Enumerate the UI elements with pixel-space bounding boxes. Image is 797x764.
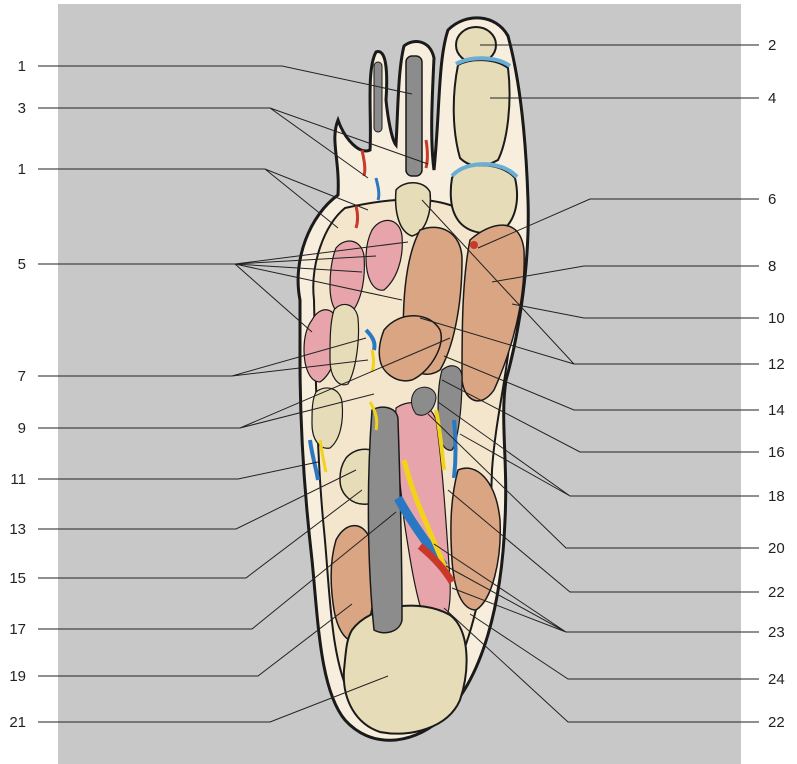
toe-vessel-red-3 <box>356 206 358 228</box>
label-left: 1 <box>18 161 26 178</box>
flexor-tendon-toe2 <box>406 56 422 176</box>
label-right: 6 <box>768 191 776 208</box>
label-left: 15 <box>9 570 26 587</box>
label-right: 22 <box>768 584 785 601</box>
label-left: 19 <box>9 668 26 685</box>
great-toe-proximal-phalanx <box>454 60 510 166</box>
calcaneus <box>344 606 467 734</box>
label-left: 9 <box>18 420 26 437</box>
label-left: 7 <box>18 368 26 385</box>
label-left: 21 <box>9 714 26 731</box>
label-right: 20 <box>768 540 785 557</box>
label-right: 14 <box>768 402 785 419</box>
medial-plantar-vein <box>454 420 456 478</box>
label-right: 2 <box>768 37 776 54</box>
label-right: 24 <box>768 671 785 688</box>
label-right: 18 <box>768 488 785 505</box>
label-left: 3 <box>18 100 26 117</box>
label-right: 22 <box>768 714 785 731</box>
plantar-digital-nerve-yellow <box>372 350 374 372</box>
label-right: 23 <box>768 624 785 641</box>
label-right: 4 <box>768 90 776 107</box>
long-plantar-ligament <box>368 407 402 633</box>
label-left: 11 <box>10 471 26 488</box>
flexor-tendon-toe3 <box>374 62 382 132</box>
label-left: 17 <box>9 621 26 638</box>
label-left: 5 <box>18 256 26 273</box>
label-right: 16 <box>768 444 785 461</box>
label-right: 10 <box>768 310 785 327</box>
digital-artery-dot <box>470 241 478 249</box>
label-left: 1 <box>18 58 26 75</box>
label-left: 13 <box>9 521 26 538</box>
label-right: 12 <box>768 356 785 373</box>
first-metatarsal-head <box>451 165 517 233</box>
label-right: 8 <box>768 258 776 275</box>
